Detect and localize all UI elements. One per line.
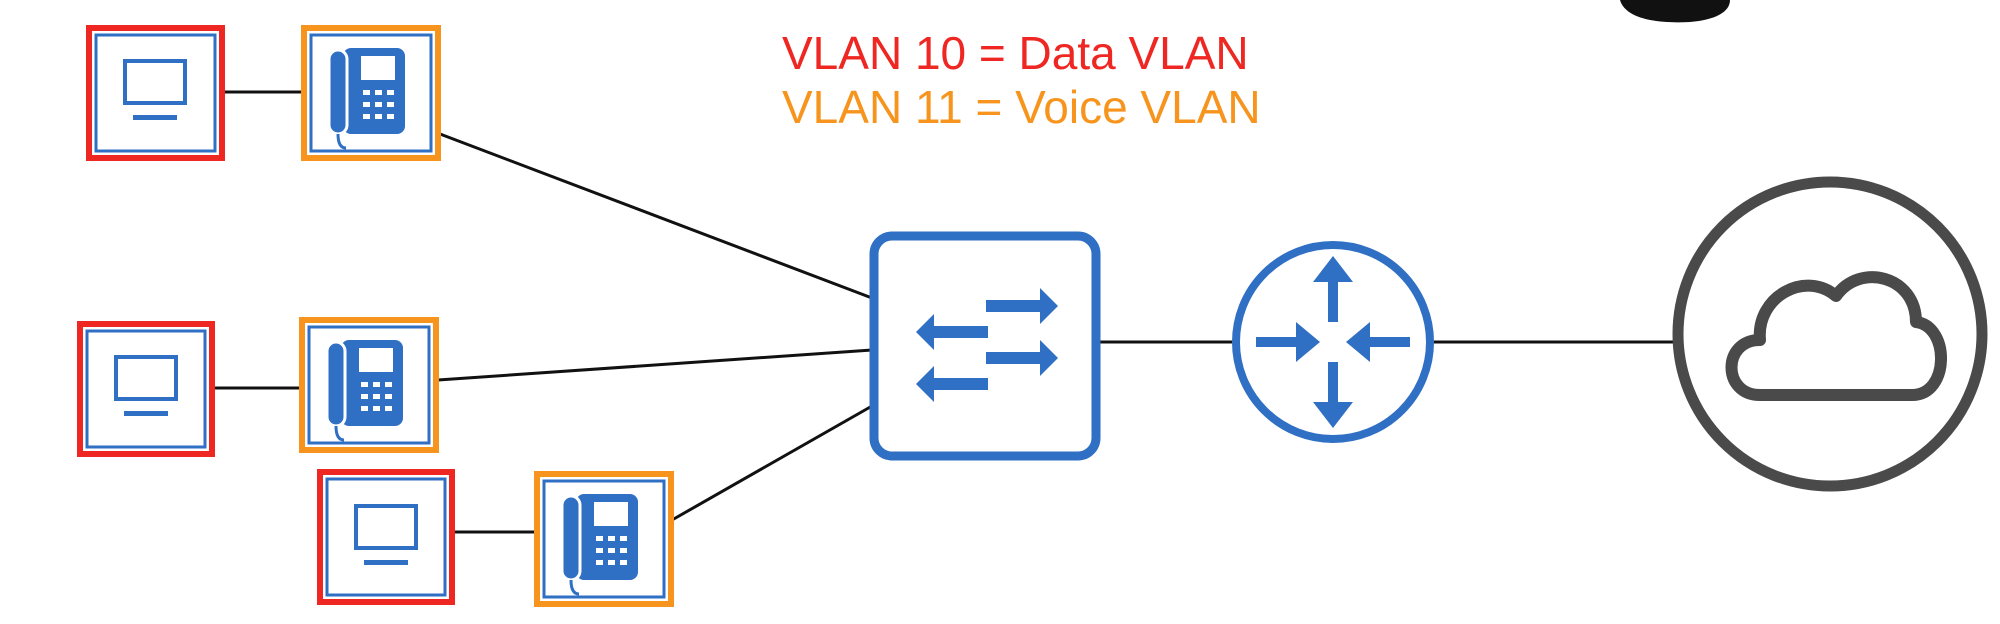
router-icon <box>1256 256 1410 428</box>
router <box>1232 241 1434 443</box>
ip-phone-3 <box>534 471 674 607</box>
legend-data-vlan: VLAN 10 = Data VLAN <box>782 27 1249 79</box>
links <box>212 90 1674 534</box>
pc-3 <box>317 469 455 605</box>
switch-icon <box>916 288 1058 402</box>
pc-2 <box>77 321 215 457</box>
ip-phone-1 <box>301 25 441 161</box>
ip-phone-icon <box>327 46 407 150</box>
internet <box>1672 176 1988 492</box>
ip-phone-icon <box>560 492 640 596</box>
link-phone1-switch <box>439 132 873 300</box>
link-phone2-switch <box>437 348 873 382</box>
link-phone3-switch <box>671 404 873 522</box>
legend-voice-vlan: VLAN 11 = Voice VLAN <box>782 81 1261 133</box>
switch <box>869 231 1101 461</box>
pc-1 <box>86 25 225 161</box>
decorative-coil <box>1620 0 1730 23</box>
cloud-icon <box>1725 271 1947 401</box>
ip-phone-2 <box>299 317 439 453</box>
ip-phone-icon <box>325 338 405 442</box>
